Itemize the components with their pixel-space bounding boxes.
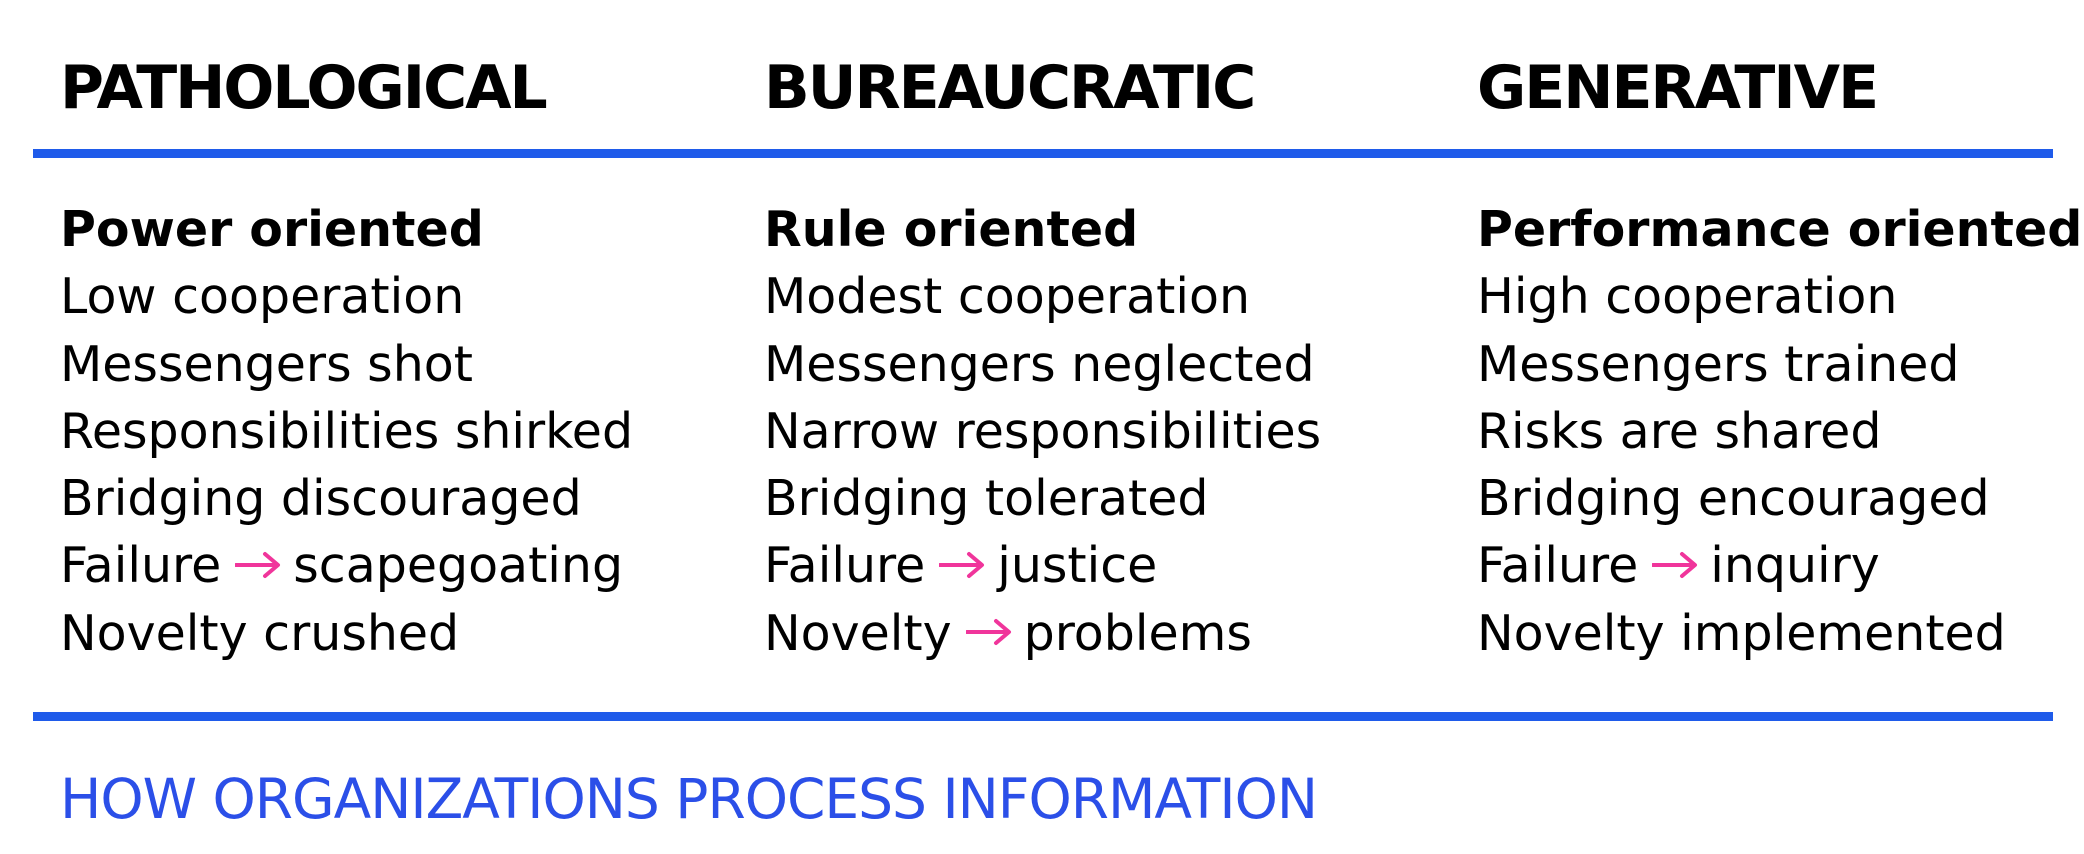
list-item: Failure inquiry [1477, 532, 2082, 599]
list-item: Narrow responsibilities [764, 402, 1322, 460]
list-item: Bridging tolerated [764, 470, 1209, 528]
item-label-after: problems [1023, 604, 1252, 662]
item-label-before: Failure [764, 537, 926, 595]
column-lead-item: Performance oriented [1477, 201, 2083, 258]
column-lead-item: Power oriented [60, 201, 484, 258]
list-item: Messengers trained [1477, 335, 1960, 393]
list-item: Novelty crushed [60, 604, 460, 662]
right-arrow-icon [939, 551, 985, 578]
column-lead-item: Rule oriented [764, 201, 1139, 258]
item-label-after: scapegoating [293, 537, 624, 595]
item-label-before: Failure [60, 537, 222, 595]
list-item: Modest cooperation [764, 268, 1251, 326]
figure-caption: HOW ORGANIZATIONS PROCESS INFORMATION [60, 767, 1318, 831]
list-item: Failure scapegoating [60, 532, 633, 599]
right-arrow-icon [1652, 551, 1698, 578]
item-label-after: inquiry [1710, 537, 1880, 595]
column-heading-pathological: PATHOLOGICAL [60, 53, 548, 123]
item-label-before: Novelty [764, 604, 952, 662]
column-heading-bureaucratic: BUREAUCRATIC [764, 53, 1256, 123]
item-label-after: justice [997, 537, 1158, 595]
list-item: Failure justice [764, 532, 1321, 599]
list-item: Low cooperation [60, 268, 465, 326]
bottom-divider [33, 712, 2053, 721]
list-item: Novelty problems [764, 600, 1321, 667]
list-item: Risks are shared [1477, 402, 1882, 460]
column-heading-generative: GENERATIVE [1477, 53, 1879, 123]
list-item: Novelty implemented [1477, 604, 2006, 662]
list-item: Responsibilities shirked [60, 402, 634, 460]
list-item: Bridging discouraged [60, 470, 582, 528]
right-arrow-icon [965, 619, 1011, 646]
list-item: Messengers neglected [764, 335, 1315, 393]
item-label-before: Failure [1477, 537, 1639, 595]
list-item: Messengers shot [60, 335, 473, 393]
right-arrow-icon [235, 551, 281, 578]
top-divider [33, 149, 2053, 158]
list-item: High cooperation [1477, 268, 1898, 326]
list-item: Bridging encouraged [1477, 470, 1990, 528]
